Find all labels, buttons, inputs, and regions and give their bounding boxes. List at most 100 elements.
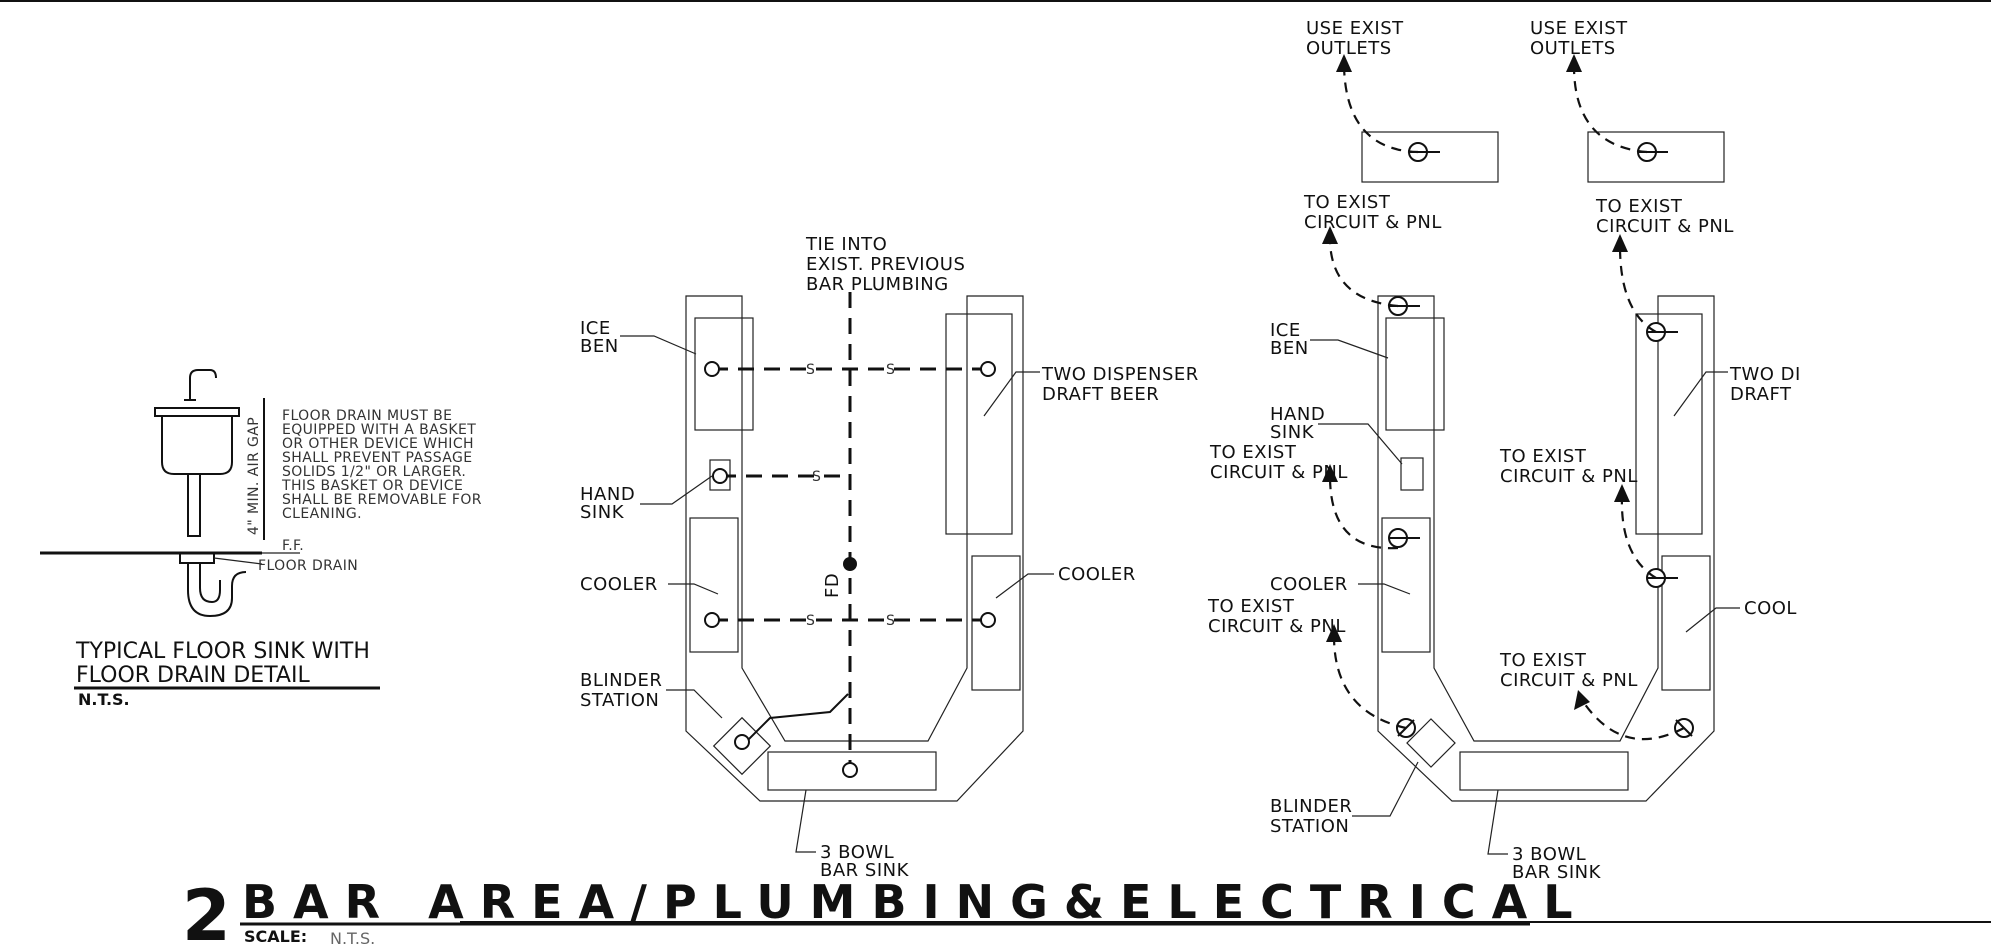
draft-beer-dispenser [945, 313, 1013, 535]
homerun-arrow [1328, 475, 1399, 550]
blender-label-2: STATION [580, 690, 659, 711]
homerun-arrow [1620, 495, 1657, 579]
s-marker: S [806, 362, 815, 378]
to-exist-label-2: CIRCUIT & PNL [1596, 216, 1734, 237]
drain-point [980, 361, 996, 377]
tie-in-label-2: EXIST. PREVIOUS [806, 254, 965, 275]
homerun-arrow [1581, 699, 1685, 741]
sink-basin [161, 416, 233, 475]
blender-label-1: BLINDER [1270, 796, 1352, 817]
s-marker: S [806, 613, 815, 629]
hand-sink-label-1: HAND [1270, 404, 1325, 425]
scale-value: N.T.S. [330, 929, 375, 946]
tie-in-label-3: BAR PLUMBING [806, 274, 949, 295]
bar-outline-outer [685, 295, 1024, 802]
hand-sink [1400, 457, 1424, 491]
ice-bin [694, 317, 754, 431]
svg-text:SOLIDS 1/2" OR LARGER.: SOLIDS 1/2" OR LARGER. [282, 464, 466, 480]
to-exist-label-1: TO EXIST [1499, 650, 1587, 671]
to-exist-label-2: CIRCUIT & PNL [1500, 466, 1638, 487]
drain-point [734, 734, 750, 750]
detail-title-line1: TYPICAL FLOOR SINK WITH [75, 639, 370, 664]
electrical-plan: USE EXIST OUTLETS USE EXIST OUTLETS TO E… [1207, 18, 1801, 883]
svg-text:FLOOR DRAIN MUST BE: FLOOR DRAIN MUST BE [282, 408, 452, 424]
tie-in-label-1: TIE INTO [805, 234, 887, 255]
cooler-left [689, 517, 739, 653]
blender-label-1: BLINDER [580, 670, 662, 691]
outlet-box [1587, 131, 1725, 183]
fd-label: FD [822, 573, 843, 598]
drain-point [704, 361, 720, 377]
svg-text:EQUIPPED WITH A BASKET: EQUIPPED WITH A BASKET [282, 422, 476, 438]
sheet-title-block: 2 BAR AREA/PLUMBING&ELECTRICAL SCALE: N.… [182, 875, 1589, 946]
dispenser-label-2: DRAFT [1730, 384, 1792, 405]
homerun-arrow [1328, 237, 1399, 308]
floor-drain-symbol [843, 557, 857, 571]
cooler-left-label: COOLER [580, 574, 658, 595]
to-exist-label-2: CIRCUIT & PNL [1304, 212, 1442, 233]
bar-outline-electrical [1377, 295, 1715, 802]
cooler-right-label: COOL [1744, 598, 1797, 619]
bar-sink-label-1: 3 BOWL [1512, 844, 1586, 865]
homerun-arrow [1618, 245, 1657, 333]
ff-label: F.F. [282, 538, 304, 554]
drain-point [704, 612, 720, 628]
outlet-box [1361, 131, 1499, 183]
bar-sink-label-2: BAR SINK [1512, 862, 1602, 883]
drain-point [842, 762, 858, 778]
hand-sink-label-2: SINK [580, 502, 625, 523]
homerun-arrow [1342, 65, 1419, 154]
to-exist-label-1: TO EXIST [1207, 596, 1295, 617]
hand-sink-label-2: SINK [1270, 422, 1315, 443]
to-exist-label-1: TO EXIST [1595, 196, 1683, 217]
faucet-icon [189, 369, 217, 400]
draft-beer-dispenser [1635, 313, 1703, 535]
drain-point [980, 612, 996, 628]
bar-sink-label-1: 3 BOWL [820, 842, 894, 863]
ice-bin-label-1: ICE [1270, 320, 1301, 341]
cooler-right [1661, 555, 1711, 691]
detail-scale: N.T.S. [78, 690, 130, 709]
p-trap [187, 563, 247, 618]
to-exist-label-1: TO EXIST [1303, 192, 1391, 213]
floor-sink-detail: 4" MIN. AIR GAP F.F. FLOOR DRAIN FLOOR D… [40, 369, 482, 709]
blender-label-2: STATION [1270, 816, 1349, 837]
s-marker: S [812, 469, 821, 485]
plumbing-plan: FD S S S S S TIE INTO EXIST. PREVIOUS BA… [580, 234, 1199, 881]
svg-text:SHALL BE REMOVABLE FOR: SHALL BE REMOVABLE FOR [282, 492, 482, 508]
use-exist-label-1: USE EXIST [1306, 18, 1404, 39]
use-exist-label-1: USE EXIST [1530, 18, 1628, 39]
use-exist-label-2: OUTLETS [1530, 38, 1616, 59]
svg-text:SHALL PREVENT PASSAGE: SHALL PREVENT PASSAGE [282, 450, 473, 466]
svg-text:CLEANING.: CLEANING. [282, 506, 362, 522]
to-exist-label-1: TO EXIST [1209, 442, 1297, 463]
cooler-left-label: COOLER [1270, 574, 1348, 595]
s-marker: S [886, 362, 895, 378]
ice-bin-label-2: BEN [1270, 338, 1309, 359]
dispenser-label-1: TWO DISPENSER [1041, 364, 1199, 385]
ice-bin-label-2: BEN [580, 336, 619, 357]
bar-sink [767, 751, 937, 791]
to-exist-label-2: CIRCUIT & PNL [1500, 670, 1638, 691]
drawing-title: BAR AREA/PLUMBING&ELECTRICAL [242, 875, 1589, 929]
dispenser-label-1: TWO DI [1729, 364, 1801, 385]
blender-drain-line [741, 693, 849, 747]
drawing-number: 2 [182, 875, 231, 946]
bar-sink [1459, 751, 1629, 791]
ice-bin-label-1: ICE [580, 318, 611, 339]
air-gap-label: 4" MIN. AIR GAP [246, 417, 262, 535]
cooler-right [971, 555, 1021, 691]
ice-bin [1385, 317, 1445, 431]
homerun-arrow [1332, 635, 1407, 730]
cooler-left [1381, 517, 1431, 653]
hand-sink-label-1: HAND [580, 484, 635, 505]
detail-title-line2: FLOOR DRAIN DETAIL [76, 663, 310, 688]
sink-rim [154, 407, 240, 417]
bar-sink-label-2: BAR SINK [820, 860, 910, 881]
arrowhead-icons [1322, 54, 1630, 710]
to-exist-label-2: CIRCUIT & PNL [1208, 616, 1346, 637]
to-exist-label-1: TO EXIST [1499, 446, 1587, 467]
to-exist-label-2: CIRCUIT & PNL [1210, 462, 1348, 483]
use-exist-label-2: OUTLETS [1306, 38, 1392, 59]
